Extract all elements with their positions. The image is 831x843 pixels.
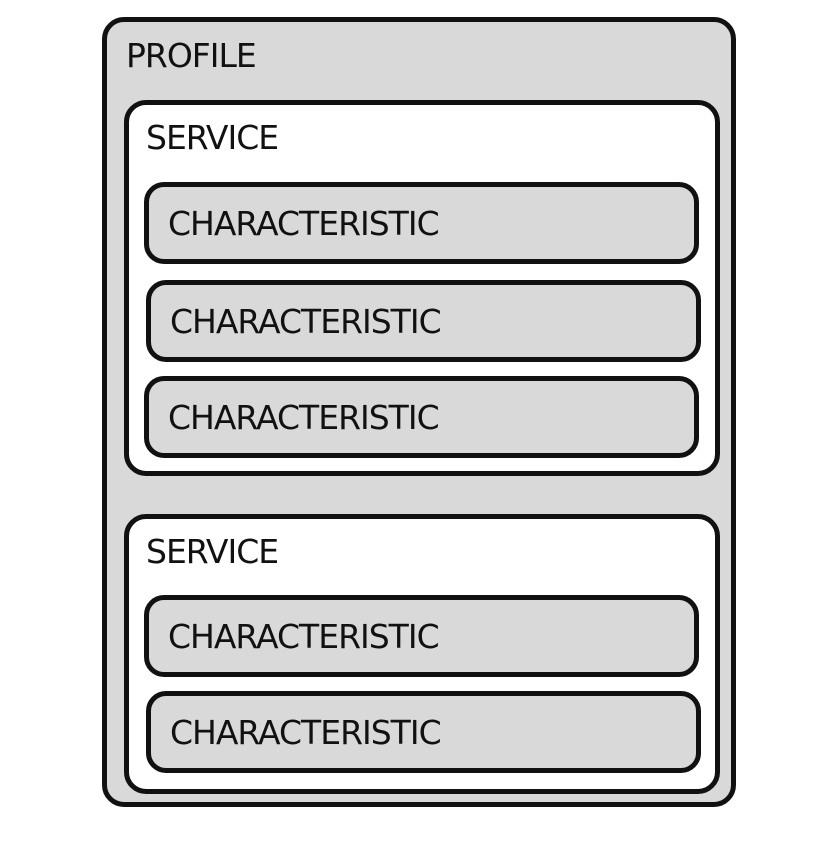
characteristic-label: CHARACTERISTIC <box>168 204 440 243</box>
profile-box: PROFILE SERVICE CHARACTERISTIC CHARACTER… <box>102 17 736 807</box>
service-label-1: SERVICE <box>146 118 279 157</box>
profile-label: PROFILE <box>126 36 257 75</box>
characteristic-box: CHARACTERISTIC <box>144 595 699 677</box>
characteristic-box: CHARACTERISTIC <box>146 280 701 362</box>
service-box-2: SERVICE CHARACTERISTIC CHARACTERISTIC <box>124 514 720 794</box>
characteristic-box: CHARACTERISTIC <box>144 376 699 458</box>
characteristic-box: CHARACTERISTIC <box>146 691 701 773</box>
service-label-2: SERVICE <box>146 532 279 571</box>
characteristic-box: CHARACTERISTIC <box>144 182 699 264</box>
characteristic-label: CHARACTERISTIC <box>168 617 440 656</box>
service-box-1: SERVICE CHARACTERISTIC CHARACTERISTIC CH… <box>124 100 720 476</box>
characteristic-label: CHARACTERISTIC <box>168 398 440 437</box>
characteristic-label: CHARACTERISTIC <box>170 302 442 341</box>
characteristic-label: CHARACTERISTIC <box>170 713 442 752</box>
